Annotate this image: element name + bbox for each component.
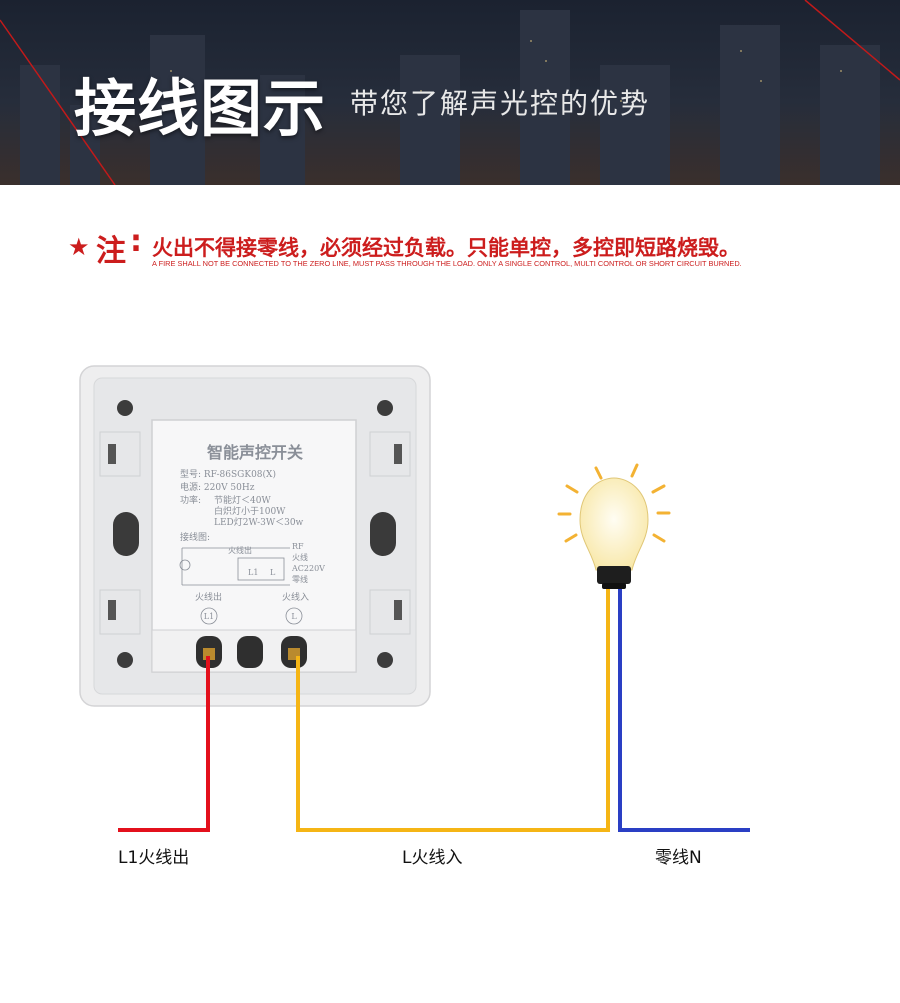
wire-l1-red bbox=[118, 656, 210, 832]
module-rating-1: 节能灯＜40W bbox=[214, 494, 271, 506]
screw-hole bbox=[377, 652, 393, 668]
module-name: 智能声控开关 bbox=[207, 443, 303, 462]
building-silhouette bbox=[260, 75, 305, 185]
note-english-text: A FIRE SHALL NOT BE CONNECTED TO THE ZER… bbox=[152, 259, 742, 268]
terminal-dummy bbox=[237, 636, 263, 668]
screw-hole bbox=[377, 400, 393, 416]
wire-label-l1: L1火线出 bbox=[118, 848, 190, 868]
light-bulb-icon bbox=[557, 463, 671, 589]
wire-label-l: L火线入 bbox=[402, 848, 463, 868]
page-subtitle: 带您了解声光控的优势 bbox=[350, 87, 651, 120]
building-silhouette bbox=[520, 10, 570, 185]
header-decoration bbox=[0, 0, 900, 185]
module-rating-2: 白炽灯小于100W bbox=[214, 505, 286, 517]
header-banner: 接线图示 带您了解声光控的优势 bbox=[0, 0, 900, 185]
note-label: 注 bbox=[96, 234, 126, 269]
module-neutral-small: 零线 bbox=[292, 574, 308, 584]
module-diagram-label: 接线图: bbox=[180, 531, 210, 543]
module-model: 型号: RF-86SGK08(X) bbox=[180, 469, 276, 480]
terminal-l-label: L bbox=[291, 612, 297, 621]
switch-module: 智能声控开关 型号: RF-86SGK08(X) 电源: 220V 50Hz 功… bbox=[151, 419, 357, 673]
terminal-l1-label: L1 bbox=[204, 612, 214, 621]
module-power: 电源: 220V 50Hz bbox=[180, 481, 255, 493]
screw-hole bbox=[117, 652, 133, 668]
module-l-small: L bbox=[270, 568, 276, 577]
module-live-out-small: 火线出 bbox=[228, 545, 252, 555]
module-rating-label: 功率: bbox=[180, 494, 201, 506]
building-silhouette bbox=[150, 35, 205, 185]
screw-hole bbox=[117, 400, 133, 416]
building-silhouette bbox=[400, 55, 460, 185]
wire-label-n: 零线N bbox=[655, 848, 702, 868]
page-title: 接线图示 bbox=[74, 72, 327, 145]
module-live-small: 火线 bbox=[292, 552, 308, 562]
note-colon: : bbox=[130, 224, 142, 259]
module-live-out: 火线出 bbox=[195, 591, 222, 603]
building-silhouette bbox=[70, 105, 100, 185]
star-icon: ★ bbox=[68, 233, 90, 261]
module-live-in: 火线入 bbox=[282, 591, 309, 603]
wire-l-yellow bbox=[296, 584, 610, 832]
note-text: 火出不得接零线，必须经过负载。只能单控，多控即短路烧毁。 bbox=[152, 236, 740, 260]
building-silhouette bbox=[720, 25, 780, 185]
module-rating-3: LED灯2W-3W＜30w bbox=[214, 517, 304, 528]
mounting-slot bbox=[113, 512, 139, 556]
building-silhouette bbox=[820, 45, 880, 185]
building-silhouette bbox=[600, 65, 670, 185]
module-l1-small: L1 bbox=[248, 568, 258, 577]
mounting-slot bbox=[370, 512, 396, 556]
module-rf: RF bbox=[292, 542, 304, 551]
wire-n-blue bbox=[618, 584, 750, 832]
building-silhouette bbox=[20, 65, 60, 185]
module-ac: AC220V bbox=[291, 564, 325, 573]
